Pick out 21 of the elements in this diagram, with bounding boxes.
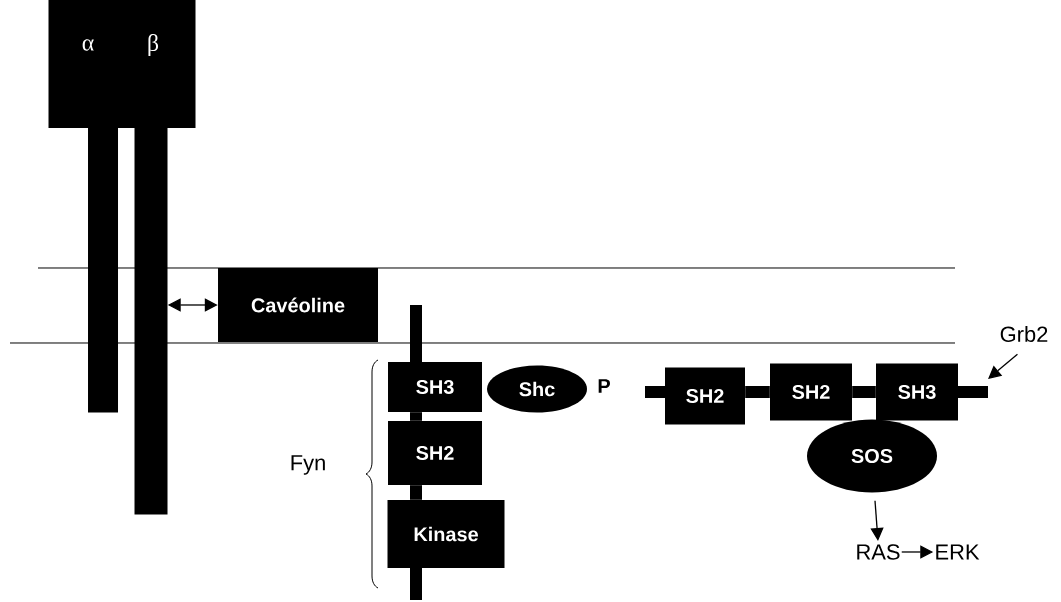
domain-box: Kinase — [387, 500, 505, 568]
protein-label: Fyn — [291, 455, 325, 475]
protein-label: P — [598, 379, 610, 393]
domain-box: SH3 — [388, 362, 482, 412]
receptor-stalk — [134, 127, 168, 515]
protein-chain — [745, 386, 770, 398]
domain-box: Cavéoline — [218, 268, 378, 342]
protein-chain — [410, 485, 422, 500]
domain-box: SH2 — [665, 367, 745, 425]
protein-chain — [410, 412, 422, 421]
protein-label: ERK — [936, 544, 980, 560]
domain-box: SH2 — [388, 421, 482, 485]
arrow — [870, 500, 884, 541]
domain-box: SH2 — [770, 363, 852, 421]
protein-label: Grb2 — [1000, 325, 1048, 343]
arrow — [988, 353, 1019, 379]
domain-box: SH3 — [876, 363, 958, 421]
protein-chain — [852, 386, 876, 398]
receptor-head: α β — [48, 0, 196, 128]
receptor-stalk — [88, 127, 118, 413]
protein-label: RAS — [857, 544, 900, 560]
